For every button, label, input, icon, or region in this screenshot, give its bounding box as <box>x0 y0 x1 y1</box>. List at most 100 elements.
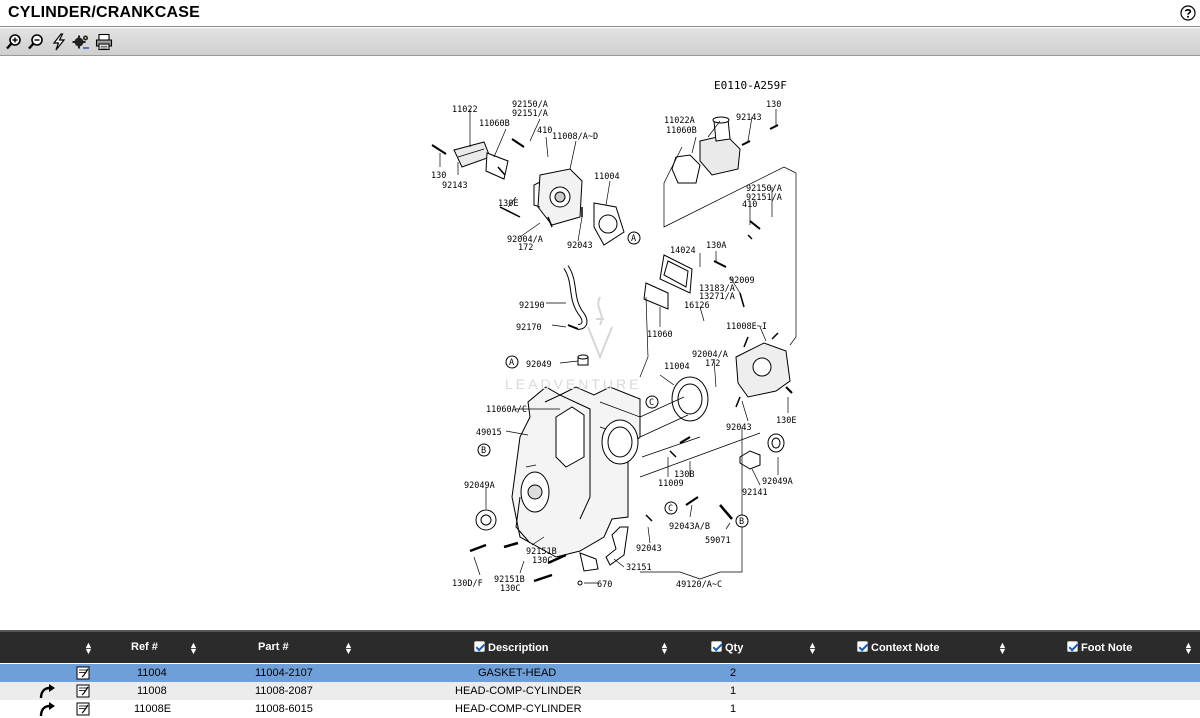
label-410-right: 410 <box>742 200 757 210</box>
label-13183a: 13183/A <box>699 284 735 294</box>
label-13271a: 13271/A <box>699 292 735 302</box>
print-icon <box>95 33 113 51</box>
context-note-checkbox[interactable] <box>857 641 868 652</box>
notepad-icon[interactable] <box>76 702 90 716</box>
description-checkbox[interactable] <box>474 641 485 652</box>
cell-description: HEAD-COMP-CYLINDER <box>455 703 582 715</box>
column-ref[interactable]: Ref # <box>131 641 158 653</box>
column-description[interactable]: Description <box>474 641 549 657</box>
lightning-icon <box>52 33 66 51</box>
cell-description: HEAD-COMP-CYLINDER <box>455 685 582 697</box>
cell-part: 11008-2087 <box>255 685 313 697</box>
notepad-icon[interactable] <box>76 666 90 680</box>
label-130e-right: 130E <box>776 416 796 426</box>
settings-icon <box>72 35 89 49</box>
label-11008ei: 11008E~I <box>726 322 767 332</box>
callout-b-right: B <box>739 517 744 527</box>
label-11022a: 11022A <box>664 116 695 126</box>
cell-ref: 11008E <box>134 703 172 715</box>
sort-description[interactable]: ▲▼ <box>660 640 669 656</box>
column-foot-note[interactable]: Foot Note <box>1067 641 1132 657</box>
sort-select-column[interactable]: ▲▼ <box>84 640 93 656</box>
label-92151b-low: 92151B <box>494 575 525 585</box>
label-130-right: 130 <box>766 100 781 110</box>
label-92043: 92043 <box>567 241 593 251</box>
callout-c-low: C <box>668 504 673 514</box>
label-49015: 49015 <box>476 428 502 438</box>
table-row[interactable]: 11008 11008-2087 HEAD-COMP-CYLINDER 1 <box>0 682 1200 700</box>
sort-ref[interactable]: ▲▼ <box>189 640 198 656</box>
exploded-view-drawing[interactable]: E0110-A259F LEADVENTURE A A B B C C 1102… <box>0 57 1200 629</box>
label-11008ad: 11008/A~D <box>552 132 598 142</box>
cell-description: GASKET-HEAD <box>478 667 557 679</box>
table-row[interactable]: 11008E 11008-6015 HEAD-COMP-CYLINDER 1 <box>0 700 1200 718</box>
label-92143: 92143 <box>442 181 468 191</box>
column-part[interactable]: Part # <box>258 641 289 653</box>
foot-note-checkbox[interactable] <box>1067 641 1078 652</box>
label-32151: 32151 <box>626 563 652 573</box>
label-92190: 92190 <box>519 301 545 311</box>
callout-c-mid: C <box>649 398 654 408</box>
label-92141: 92141 <box>742 488 768 498</box>
toolbar <box>0 28 1200 56</box>
label-92150a-right: 92150/A <box>746 184 782 194</box>
cell-part: 11008-6015 <box>255 703 313 715</box>
column-context-note[interactable]: Context Note <box>857 641 939 657</box>
cell-part: 11004-2107 <box>255 667 313 679</box>
label-92049: 92049 <box>526 360 552 370</box>
column-qty[interactable]: Qty <box>711 641 743 657</box>
zoom-in-icon <box>6 34 21 50</box>
callout-a-top: A <box>631 234 636 244</box>
curved-arrow-icon[interactable] <box>38 683 56 699</box>
label-11060: 11060 <box>647 330 673 340</box>
label-92151a-right: 92151/A <box>746 193 782 203</box>
label-92143-right: 92143 <box>736 113 762 123</box>
label-172-right: 172 <box>705 359 720 369</box>
label-49120: 49120/A~C <box>676 580 722 590</box>
sort-part[interactable]: ▲▼ <box>344 640 353 656</box>
watermark-text: LEADVENTURE <box>505 376 641 392</box>
notepad-icon[interactable] <box>76 684 90 698</box>
table-row[interactable]: 11004 11004-2107 GASKET-HEAD 2 <box>0 664 1200 682</box>
sort-context-note[interactable]: ▲▼ <box>998 640 1007 656</box>
label-130: 130 <box>431 171 446 181</box>
label-172: 172 <box>518 243 533 253</box>
label-92150a: 92150/A <box>512 100 548 110</box>
label-11060b: 11060B <box>479 119 510 129</box>
grid-header: ▲▼ Ref # ▲▼ Part # ▲▼ Description ▲▼ Qty… <box>0 630 1200 663</box>
sort-qty[interactable]: ▲▼ <box>808 640 817 656</box>
column-context-note-label: Context Note <box>871 642 940 654</box>
label-11060b-right: 11060B <box>666 126 697 136</box>
sort-foot-note[interactable]: ▲▼ <box>1184 640 1193 656</box>
label-410: 410 <box>537 126 552 136</box>
label-130c: 130C <box>532 556 552 566</box>
label-11022: 11022 <box>452 105 478 115</box>
qty-checkbox[interactable] <box>711 641 722 652</box>
label-92004a: 92004/A <box>507 235 543 245</box>
settings-button[interactable] <box>72 33 90 51</box>
label-130df: 130D/F <box>452 579 483 589</box>
label-130e: 130E <box>498 199 518 209</box>
zoom-in-button[interactable] <box>5 33 23 51</box>
label-11060ac: 11060A/C <box>486 405 527 415</box>
label-92043-right: 92043 <box>726 423 752 433</box>
label-92043ab: 92043A/B <box>669 522 710 532</box>
cell-qty: 1 <box>730 703 737 715</box>
watermark-logo <box>587 296 613 360</box>
fit-button[interactable] <box>50 33 68 51</box>
label-92151a: 92151/A <box>512 109 548 119</box>
help-icon[interactable] <box>1180 5 1196 21</box>
label-14024: 14024 <box>670 246 696 256</box>
column-description-label: Description <box>488 642 549 654</box>
label-16126: 16126 <box>684 301 710 311</box>
column-foot-note-label: Foot Note <box>1081 642 1133 654</box>
label-92151b: 92151B <box>526 547 557 557</box>
parts-grid: ▲▼ Ref # ▲▼ Part # ▲▼ Description ▲▼ Qty… <box>0 630 1200 718</box>
curved-arrow-icon[interactable] <box>38 701 56 717</box>
zoom-out-button[interactable] <box>27 33 45 51</box>
parts-diagram[interactable]: E0110-A259F LEADVENTURE A A B B C C 1102… <box>0 57 1200 629</box>
label-92009: 92009 <box>729 276 755 286</box>
diagram-code: E0110-A259F <box>714 79 787 92</box>
print-button[interactable] <box>95 33 113 51</box>
callout-b-left: B <box>481 446 486 456</box>
